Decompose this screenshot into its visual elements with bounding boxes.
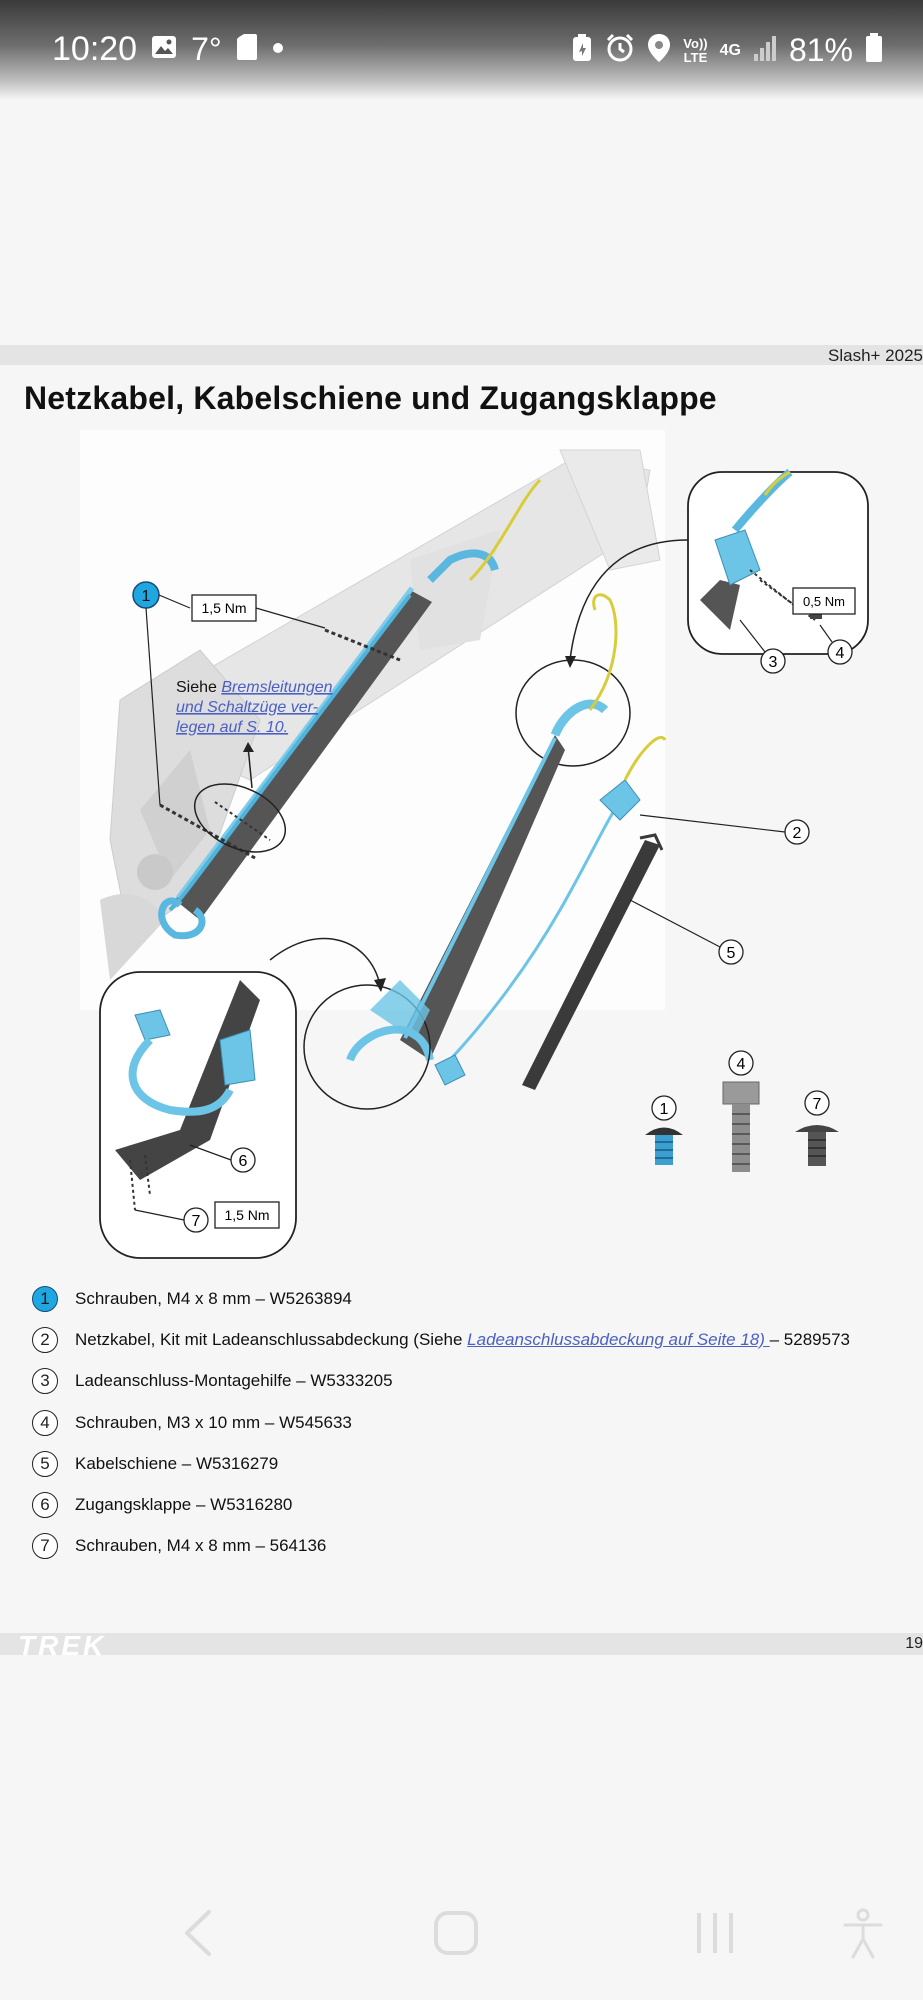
svg-text:7: 7 <box>813 1096 822 1113</box>
legend-number: 1 <box>32 1285 58 1312</box>
cable-rail-part: 5 <box>522 833 744 1090</box>
legend-item: 3 Ladeanschluss-Montagehilfe – W5333205 <box>32 1361 912 1402</box>
home-button[interactable] <box>421 1895 491 1975</box>
legend-text: Schrauben, M3 x 10 mm – W545633 <box>75 1412 352 1432</box>
alarm-icon <box>605 33 635 68</box>
gallery-icon <box>151 35 177 64</box>
location-icon <box>647 33 671 68</box>
screw-4: 4 <box>722 1050 760 1172</box>
clipboard-icon <box>236 33 258 66</box>
svg-text:5: 5 <box>727 945 736 962</box>
torque-label-main: 1,5 Nm <box>191 594 326 629</box>
charging-port-cover-link[interactable]: Ladeanschlussabdeckung auf Seite 18) <box>467 1329 770 1349</box>
legend-number: 3 <box>32 1368 58 1395</box>
page-title: Netzkabel, Kabelschiene und Zugangsklapp… <box>24 380 717 416</box>
legend-text: Zugangsklappe – W5316280 <box>75 1495 293 1515</box>
legend-number: 5 <box>32 1450 58 1477</box>
svg-text:und Schaltzüge ver-: und Schaltzüge ver- <box>176 699 318 716</box>
legend-number: 6 <box>32 1492 58 1519</box>
parts-legend: 1 Schrauben, M4 x 8 mm – W5263894 2 Netz… <box>32 1278 912 1567</box>
status-temperature: 7° <box>191 31 222 67</box>
legend-text: Netzkabel, Kit mit Ladeanschlussabdeckun… <box>75 1329 850 1349</box>
volte-icon: Vo))LTE <box>683 35 708 65</box>
inset-bottom: 6 7 1,5 Nm <box>99 971 297 1259</box>
document-label: Slash+ 2025 <box>828 346 923 365</box>
legend-item: 1 Schrauben, M4 x 8 mm – W5263894 <box>32 1278 912 1319</box>
status-bar: 10:20 7° Vo))LTE 4G 81% <box>0 0 923 100</box>
network-4g-icon: 4G <box>719 41 741 59</box>
legend-text: Schrauben, M4 x 8 mm – W5263894 <box>75 1288 352 1308</box>
legend-text: Ladeanschluss-Montagehilfe – W5333205 <box>75 1371 393 1391</box>
svg-text:4: 4 <box>836 645 845 662</box>
see-reference-note: Siehe Bremsleitungen und Schaltzüge ver-… <box>176 679 333 853</box>
legend-item: 4 Schrauben, M3 x 10 mm – W545633 <box>32 1402 912 1443</box>
legend-number: 4 <box>32 1409 58 1436</box>
page-header-bar <box>0 345 923 365</box>
signal-icon <box>753 34 777 67</box>
legend-number: 2 <box>32 1326 58 1353</box>
legend-text: Schrauben, M4 x 8 mm – 564136 <box>75 1536 327 1556</box>
svg-text:7: 7 <box>192 1213 201 1230</box>
legend-item: 7 Schrauben, M4 x 8 mm – 564136 <box>32 1526 912 1567</box>
legend-item: 2 Netzkabel, Kit mit Ladeanschlussabdeck… <box>32 1319 912 1360</box>
inset-top: 0,5 Nm 3 4 <box>687 468 869 674</box>
svg-text:6: 6 <box>239 1153 248 1170</box>
screw-7: 7 <box>795 1090 839 1166</box>
legend-text: Kabelschiene – W5316279 <box>75 1453 279 1473</box>
assembly-diagram: 1 1,5 Nm Siehe Bremsleitungen und Schalt… <box>80 430 869 1259</box>
back-button[interactable] <box>163 1895 233 1975</box>
svg-text:Siehe Bremsleitungen: Siehe Bremsleitungen <box>176 679 333 696</box>
svg-text:legen auf S. 10.: legen auf S. 10. <box>176 719 288 736</box>
status-time: 10:20 <box>52 30 138 68</box>
battery-percentage: 81% <box>788 32 853 68</box>
recents-button[interactable] <box>680 1895 750 1975</box>
back-icon <box>181 1909 215 1962</box>
brand-logo: TREK <box>18 1630 107 1661</box>
legend-number: 7 <box>32 1533 58 1560</box>
svg-text:1,5 Nm: 1,5 Nm <box>201 600 246 616</box>
svg-text:1: 1 <box>660 1101 669 1118</box>
exploded-rail <box>303 593 631 1110</box>
legend-item: 5 Kabelschiene – W5316279 <box>32 1443 912 1484</box>
notification-dot-icon <box>272 41 284 59</box>
battery-icon <box>865 33 883 68</box>
battery-saver-icon <box>571 34 593 67</box>
page-footer-bar <box>0 1633 923 1655</box>
legend-item: 6 Zugangsklappe – W5316280 <box>32 1484 912 1525</box>
recents-icon <box>693 1909 737 1962</box>
svg-text:2: 2 <box>793 825 802 842</box>
accessibility-icon <box>841 1907 885 1964</box>
svg-text:1,5 Nm: 1,5 Nm <box>224 1207 269 1223</box>
page-number: 19 <box>905 1635 923 1652</box>
accessibility-button[interactable] <box>828 1895 898 1975</box>
screw-1: 1 <box>645 1095 683 1165</box>
svg-text:0,5 Nm: 0,5 Nm <box>803 594 845 609</box>
navigation-bar <box>0 1895 923 1975</box>
power-cable: 2 <box>434 736 810 1086</box>
svg-text:1: 1 <box>142 588 151 605</box>
svg-text:3: 3 <box>769 654 778 671</box>
home-icon <box>432 1909 480 1962</box>
callout-1-main: 1 <box>132 581 191 806</box>
svg-text:4: 4 <box>737 1056 746 1073</box>
